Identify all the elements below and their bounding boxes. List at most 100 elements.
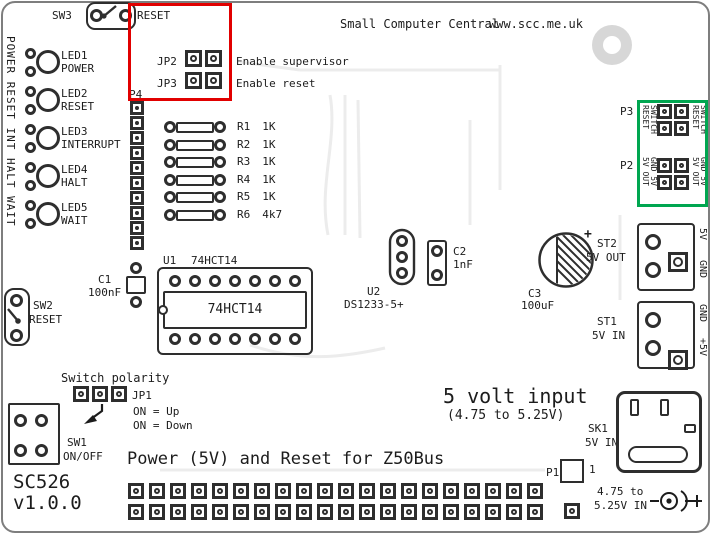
st2-pad [668, 252, 688, 272]
u2-ref: U2 [367, 285, 381, 298]
resistor-ref: R5 [237, 190, 251, 203]
pin-pad [485, 483, 501, 499]
pin-pad [130, 236, 144, 250]
c3-polarity-mark: + [584, 227, 592, 242]
pin-pad [233, 483, 249, 499]
led-ref: LED2 [61, 87, 88, 100]
p4-header [130, 101, 144, 250]
pin-pad [185, 72, 202, 89]
p1-header [128, 483, 543, 520]
st2-function: 5V OUT [586, 251, 626, 264]
pin-pad [229, 333, 241, 345]
led-function: WAIT [61, 214, 88, 227]
pin-pad [401, 483, 417, 499]
led-pad [25, 86, 36, 97]
pin-pad [130, 206, 144, 220]
pin-pad [205, 50, 222, 67]
pin-pad [130, 191, 144, 205]
board-name: SC526 [13, 471, 71, 493]
sk1-slot [630, 399, 639, 416]
sw2-function: RESET [29, 313, 63, 326]
pin-pad [191, 504, 207, 520]
sk1-function: 5V IN [585, 436, 619, 449]
dc-polarity-icon [650, 490, 702, 512]
pin-pad [657, 158, 672, 173]
st1-pin-bottom-label: +5V [697, 338, 708, 357]
led-ref: LED4 [61, 163, 88, 176]
led-pad [25, 124, 36, 135]
jp1-arrow-icon [84, 404, 104, 424]
pin-pad [380, 504, 396, 520]
pin-pad [296, 483, 312, 499]
dc-range-line2: 5.25V IN [594, 499, 647, 512]
p2-edge-pin-names: GND 5V [699, 157, 708, 186]
sw3-function-label: RESET [137, 9, 171, 22]
pin-pad [674, 175, 689, 190]
pin-pad [128, 504, 144, 520]
p1-pin1-pad [564, 503, 580, 519]
board-version: v1.0.0 [13, 492, 82, 514]
board-title: Power (5V) and Reset for Z50Bus [127, 449, 445, 469]
sk1-slot [684, 424, 696, 433]
u2-part: DS1233-5+ [344, 298, 404, 311]
sw2-switch-outline [4, 288, 30, 346]
brand-url: www.scc.me.uk [489, 17, 583, 31]
c2-pad [431, 269, 443, 281]
resistor-pad [214, 209, 226, 221]
input-title: 5 volt input [443, 384, 588, 408]
mounting-hole [592, 25, 632, 65]
jp1-jumper [73, 386, 127, 402]
resistor-body [176, 210, 214, 221]
sw1-switch-outline [8, 403, 60, 465]
pin-pad [674, 121, 689, 136]
resistor-pad [214, 156, 226, 168]
sw3-switch-outline [86, 2, 136, 30]
pin-pad [111, 386, 127, 402]
sk1-ref: SK1 [588, 422, 608, 435]
jp2-label: JP2 [157, 55, 177, 68]
pin-pad [130, 131, 144, 145]
resistor-body [176, 157, 214, 168]
resistor-ref: R6 [237, 208, 251, 221]
c1-pad [130, 296, 142, 308]
c2-body [427, 240, 447, 286]
sw1-pad [35, 444, 48, 457]
st1-pad [645, 312, 661, 328]
pin-pad [527, 504, 543, 520]
sw3-lever-icon [101, 5, 117, 19]
st1-ref: ST1 [597, 315, 617, 328]
pin-pad [130, 176, 144, 190]
pin-pad [130, 116, 144, 130]
sk1-jack-outline [616, 391, 702, 473]
p4-label: P4 [129, 88, 143, 101]
pin-pad [254, 504, 270, 520]
resistor-ref: R3 [237, 155, 251, 168]
p3-pin-names: RESET [641, 105, 650, 130]
pin-pad [506, 483, 522, 499]
pin-pad [269, 333, 281, 345]
st1-pad [645, 340, 661, 356]
pin-pad [128, 483, 144, 499]
pin-pad [92, 386, 108, 402]
sw2-pad [10, 294, 23, 307]
jp3-label: JP3 [157, 77, 177, 90]
st2-terminal-outline [637, 223, 695, 291]
sw2-ref: SW2 [33, 299, 53, 312]
p1-label: P1 [546, 466, 560, 479]
led-function: INTERRUPT [61, 138, 121, 151]
p2-edge-pin-names: 5V OUT [691, 157, 700, 186]
pin-pad [464, 504, 480, 520]
pin-pad [170, 504, 186, 520]
p1-pin1-number: 1 [589, 463, 596, 476]
resistor-value: 4k7 [262, 208, 283, 221]
u1-pin1-notch [158, 305, 168, 315]
p2-pin-names: 5V OUT [641, 157, 650, 186]
pin-pad [169, 275, 181, 287]
st1-terminal-outline [637, 301, 695, 369]
c2-pad [431, 245, 443, 257]
led-pad [25, 48, 36, 59]
pin-pad [170, 483, 186, 499]
led-symbol [36, 126, 60, 150]
led-pad [25, 218, 36, 229]
